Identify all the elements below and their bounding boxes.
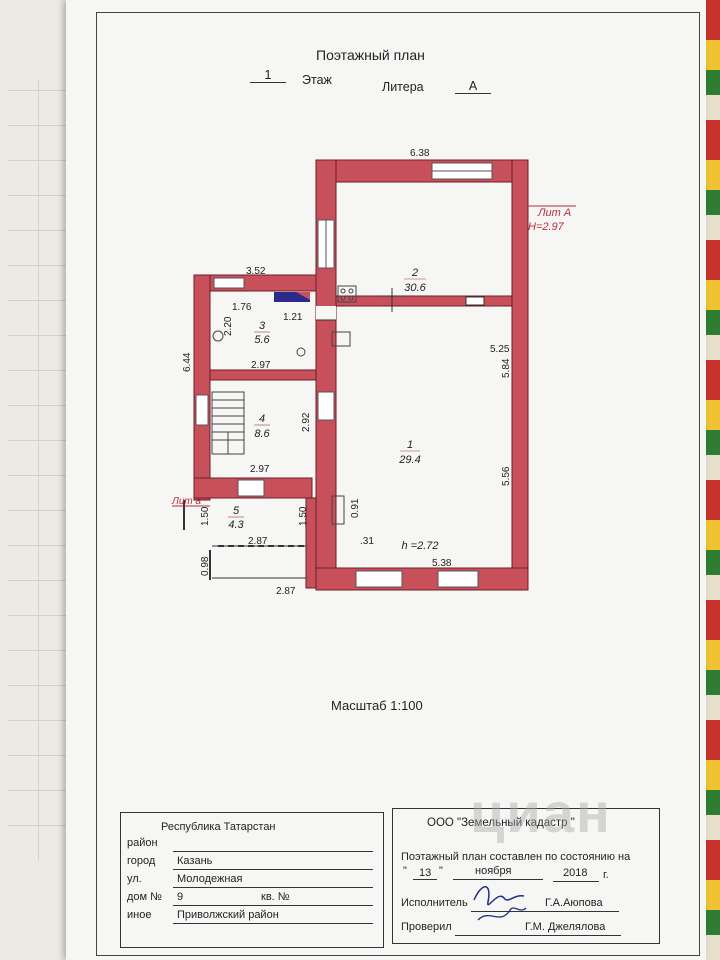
room-height: h =2.72	[401, 540, 438, 552]
address-box: Республика Татарстан район город Казань …	[120, 812, 384, 948]
doors	[316, 288, 485, 321]
apt-label: кв. №	[261, 891, 290, 903]
stair	[211, 391, 245, 455]
room-area-underlines	[228, 278, 426, 518]
year-suffix: г.	[603, 869, 609, 881]
floor-label: Этаж	[302, 73, 332, 87]
porch-lines	[183, 500, 306, 580]
date-month: ноября	[475, 865, 512, 877]
quote-close: "	[439, 865, 443, 877]
dim-top-width: 6.38	[410, 148, 430, 159]
dim-098: 0.98	[200, 556, 211, 576]
dim-220: 2.20	[223, 316, 234, 336]
dim-644: 6.44	[182, 352, 193, 372]
republic: Республика Татарстан	[161, 821, 276, 833]
other: Приволжский район	[177, 909, 279, 921]
dim-292: 2.92	[301, 412, 312, 432]
date-day: 13	[419, 867, 432, 879]
dim-287a: 2.87	[248, 536, 268, 547]
city: Казань	[177, 855, 213, 867]
statement: Поэтажный план составлен по состоянию на	[401, 851, 631, 863]
lit-a-small: Лит а	[171, 496, 202, 507]
room-5-number: 5	[233, 505, 240, 517]
dim-150b: 1.50	[298, 506, 309, 526]
room-3-area: 5.6	[254, 334, 270, 346]
room-1-number: 1	[407, 439, 413, 451]
watermark: циан	[470, 781, 612, 844]
floor-number: 1	[250, 68, 286, 83]
room-5-area: 4.3	[228, 519, 244, 531]
dim-297a: 2.97	[251, 360, 271, 371]
dim-538: 5.38	[432, 558, 452, 569]
signature-executor	[473, 886, 527, 921]
dimension-labels: 6.38 3.52 1.76 1.21 2.97 2.97 2.87 2.87 …	[182, 148, 512, 597]
fixtures	[212, 285, 357, 525]
dim-525: 5.25	[490, 344, 510, 355]
street-label: ул.	[127, 873, 142, 885]
lit-a-height: H=2.97	[528, 221, 565, 233]
company-name: ООО "Земельный кадастр "	[427, 817, 575, 829]
dim-121: 1.21	[283, 312, 303, 323]
lit-labels: Лит А H=2.97 Лит а	[171, 207, 571, 507]
document-frame	[96, 12, 700, 956]
city-label: город	[127, 855, 156, 867]
street: Молодежная	[177, 873, 243, 885]
dim-091: 0.91	[350, 498, 361, 518]
house-label: дом №	[127, 891, 162, 903]
dim-297b: 2.97	[250, 464, 270, 475]
dim-287b: 2.87	[276, 586, 296, 597]
dim-584: 5.84	[501, 358, 512, 378]
dim-556: 5.56	[501, 466, 512, 486]
room-4-area: 8.6	[254, 428, 270, 440]
lit-markers	[172, 205, 576, 507]
dim-left-block-top: 3.52	[246, 266, 266, 277]
house: 9	[177, 891, 184, 903]
dim-031: .31	[360, 536, 374, 547]
page-title: Поэтажный план	[316, 47, 425, 63]
scale-label: Масштаб 1:100	[331, 698, 423, 713]
room-labels: 2 30.6 3 5.6 4 8.6 1 29.4 5 4.3 h =2.72	[228, 267, 438, 552]
date-year: 2018	[563, 867, 588, 879]
room-4-number: 4	[259, 413, 265, 425]
executor-name: Г.А.Аюпова	[545, 897, 603, 909]
company-box: ООО "Земельный кадастр " Поэтажный план …	[392, 808, 660, 944]
other-label: иное	[127, 909, 152, 921]
dim-176: 1.76	[232, 302, 252, 313]
quote-open: "	[403, 865, 407, 877]
dim-150a: 1.50	[200, 506, 211, 526]
checker-name: Г.М. Джелялова	[525, 921, 606, 933]
walls	[193, 159, 529, 591]
litera-label: Литера	[382, 80, 424, 94]
room-2-number: 2	[411, 267, 418, 279]
room-2-area: 30.6	[404, 282, 426, 294]
executor-label: Исполнитель	[401, 897, 468, 909]
litera-value: А	[455, 79, 491, 94]
checked-label: Проверил	[401, 921, 452, 933]
district-label: район	[127, 837, 158, 849]
lit-a-label: Лит А	[537, 207, 571, 219]
room-3-number: 3	[259, 320, 266, 332]
windows	[195, 162, 493, 588]
room-1-area: 29.4	[398, 454, 420, 466]
